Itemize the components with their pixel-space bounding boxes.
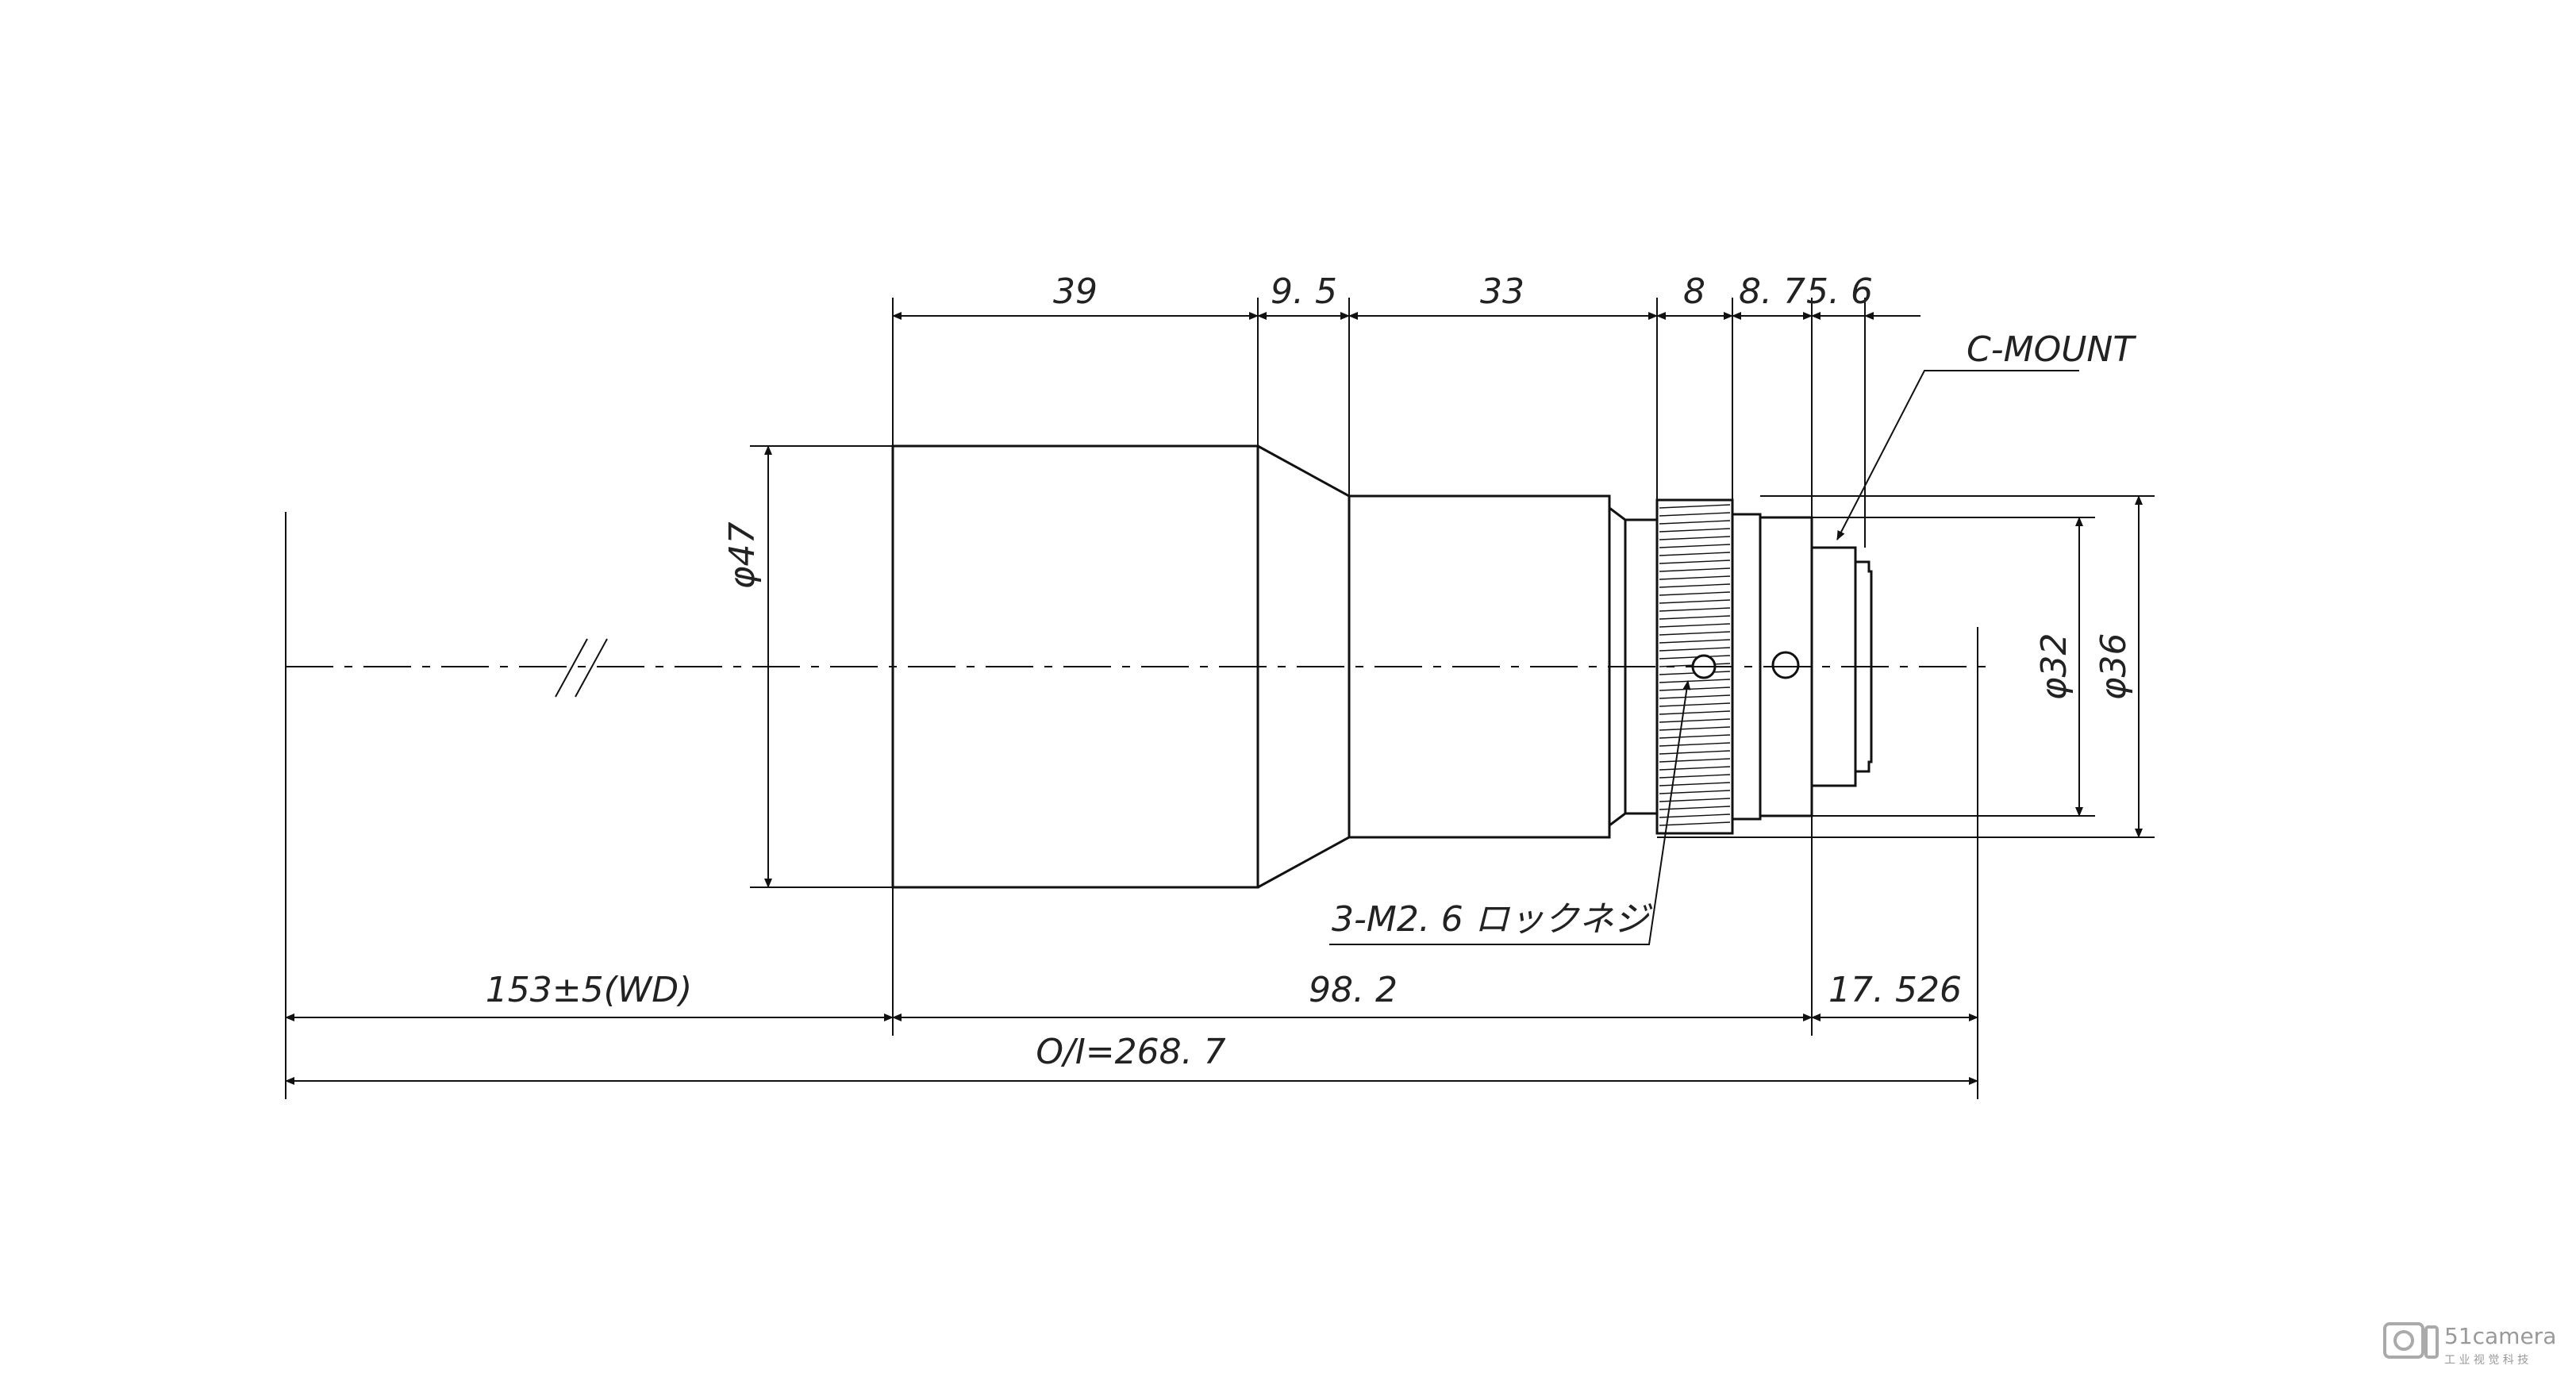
dim-9-5: 9. 5 — [1271, 271, 1337, 312]
knurl-line — [1659, 726, 1731, 731]
knurl-line — [1659, 734, 1731, 739]
dim-8: 8 — [1683, 271, 1705, 312]
knurl-line — [1659, 544, 1731, 548]
knurl-line — [1659, 806, 1731, 810]
dim-5-6: 5. 6 — [1806, 271, 1873, 312]
knurl-line — [1659, 520, 1731, 525]
knurl-line — [1659, 623, 1731, 628]
c-mount-leader — [1836, 370, 2079, 540]
axis-break-mark — [555, 638, 588, 698]
dim-dia-47: φ47 — [722, 521, 763, 589]
knurl-line — [1659, 599, 1731, 604]
knurl-line — [1659, 686, 1731, 691]
knurl-line — [1659, 718, 1731, 723]
knurl-line — [1659, 702, 1731, 707]
knurl-line — [1659, 512, 1731, 517]
knurl-line — [1659, 536, 1731, 540]
knurl-line — [1659, 607, 1731, 612]
c-mount-label: C-MOUNT — [1967, 329, 2136, 370]
knurl-line — [1659, 567, 1731, 572]
knurl-line — [1659, 528, 1731, 533]
knurl-line — [1659, 647, 1731, 652]
knurl-line — [1659, 504, 1731, 509]
knurl-line — [1659, 813, 1731, 818]
knurl-line — [1659, 742, 1731, 747]
dim-39: 39 — [1053, 271, 1098, 312]
lock-screw-leader — [1329, 680, 1691, 945]
dim-total-oi: O/I=268. 7 — [1036, 1032, 1225, 1072]
knurl-line — [1659, 774, 1731, 779]
dim-working-distance: 153±5(WD) — [486, 970, 693, 1010]
bottom-dimensions — [285, 627, 1978, 1099]
knurl-line — [1659, 821, 1731, 826]
top-dimensions — [892, 298, 1920, 548]
knurl-line — [1659, 782, 1731, 786]
axis-break-mark — [575, 638, 608, 698]
knurl-line — [1659, 575, 1731, 580]
knurl-line — [1659, 639, 1731, 644]
knurl-line — [1659, 631, 1731, 636]
knurl-line — [1659, 710, 1731, 715]
dim-dia-32: φ32 — [2034, 633, 2074, 700]
knurl-line — [1659, 615, 1731, 620]
knurl-line — [1659, 591, 1731, 596]
watermark: 51camera 工 业 视 觉 科 技 — [2383, 1322, 2556, 1367]
watermark-sub: 工 业 视 觉 科 技 — [2444, 1354, 2528, 1367]
dia-47-dimension — [750, 445, 893, 888]
knurl-line — [1659, 766, 1731, 771]
knurl-hatching — [1659, 504, 1731, 826]
dim-back-focus: 17. 526 — [1828, 970, 1962, 1010]
knurl-line — [1659, 798, 1731, 802]
knurl-line — [1659, 758, 1731, 763]
dim-dia-36: φ36 — [2093, 633, 2134, 700]
knurl-line — [1659, 790, 1731, 794]
dim-body-length: 98. 2 — [1309, 970, 1398, 1010]
camera-logo-icon — [2383, 1322, 2439, 1359]
knurl-line — [1659, 694, 1731, 699]
dia-32-36-dimensions — [1657, 495, 2155, 838]
knurl-line — [1659, 750, 1731, 755]
knurl-line — [1659, 679, 1731, 683]
knurl-line — [1659, 560, 1731, 564]
knurl-line — [1659, 655, 1731, 660]
dim-33: 33 — [1480, 271, 1524, 312]
knurl-line — [1659, 552, 1731, 556]
lock-screw-label: 3-M2. 6 ロックネジ — [1332, 899, 1653, 940]
watermark-brand: 51camera — [2444, 1323, 2556, 1349]
rear-screw-hole — [1771, 651, 1800, 679]
dim-8-7: 8. 7 — [1739, 271, 1805, 312]
knurl-line — [1659, 583, 1731, 588]
